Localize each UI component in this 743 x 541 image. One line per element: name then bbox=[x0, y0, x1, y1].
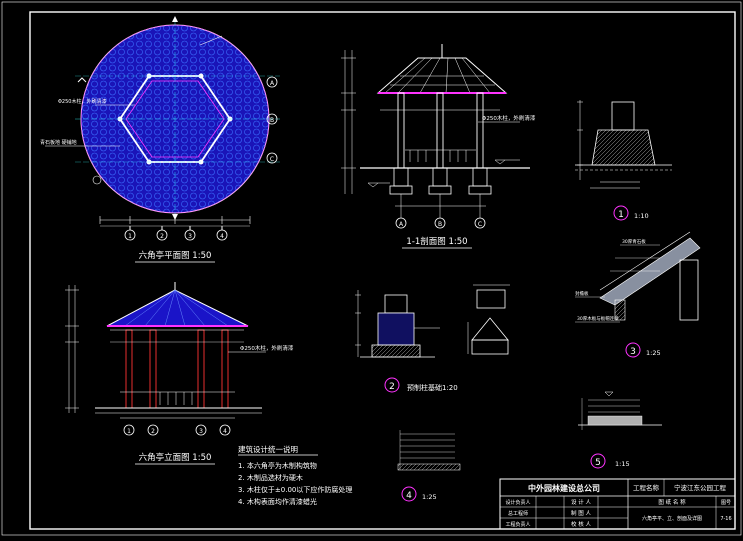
elevation-title: 六角亭立面图 1:50 bbox=[139, 452, 212, 463]
detail4-label: 4 bbox=[406, 491, 412, 501]
detail-5: 5 1:15 bbox=[578, 391, 662, 469]
notes-item-1: 1. 本六角亭为木制构筑物 bbox=[238, 461, 317, 470]
plan-grid-b: B bbox=[270, 117, 274, 124]
section-title: 1-1剖面图 1:50 bbox=[406, 236, 467, 247]
company-name: 中外园林建设总公司 bbox=[528, 483, 600, 493]
detail-2: 2 预制柱基础1:20 bbox=[355, 284, 510, 393]
elevation-note-column: Φ250木柱，外刷清漆 bbox=[240, 344, 294, 352]
detail3-scale: 1:25 bbox=[646, 349, 661, 357]
row-label-2: 总工程师 bbox=[508, 510, 528, 517]
plan-grid-c: C bbox=[270, 156, 274, 163]
detail1-label: 1 bbox=[618, 210, 624, 220]
row-label-3: 工程负责人 bbox=[505, 521, 530, 528]
detail2-title: 预制柱基础1:20 bbox=[407, 383, 458, 392]
row-label-1: 设计负责人 bbox=[505, 499, 530, 506]
detail3-label: 3 bbox=[630, 347, 636, 357]
plan-note-column: Φ250木柱，外刷清漆 bbox=[58, 98, 106, 105]
plan-axis-1: 1 bbox=[128, 233, 132, 240]
detail3-note1: 30厚青石板 bbox=[622, 238, 646, 245]
sheet-label: 图号 bbox=[721, 500, 731, 506]
elevation-axis-4: 4 bbox=[223, 428, 227, 435]
plan-note-beam: 青石板地 硬铺地 bbox=[40, 139, 77, 146]
role-label-1: 设 计 人 bbox=[571, 498, 591, 506]
plan-axis-2: 2 bbox=[160, 233, 164, 240]
notes-item-3: 3. 木柱仅于±0.00以下应作防腐处理 bbox=[238, 485, 352, 494]
plan-axis-3: 3 bbox=[188, 233, 192, 240]
plan-axis-4: 4 bbox=[220, 233, 224, 240]
plan-grid-a: A bbox=[270, 80, 275, 87]
elevation-axis-1: 1 bbox=[127, 428, 131, 435]
detail3-note2: 封檐板 bbox=[575, 290, 589, 297]
elevation-view: Φ250木柱，外刷清漆 1 2 3 4 六角亭立面图 1:50 bbox=[65, 282, 294, 465]
plan-view: 1 2 3 4 A B C Φ250木柱，外刷清漆 青石板地 硬铺地 六角亭平面… bbox=[40, 16, 280, 263]
detail1-scale: 1:10 bbox=[634, 212, 649, 220]
section-view: Φ250木柱，外刷清漆 A B C 1-1剖面图 1:50 bbox=[341, 44, 536, 249]
detail5-label: 5 bbox=[595, 458, 601, 468]
section-axis-a: A bbox=[399, 221, 404, 228]
project-name: 宁波江东公园工程 bbox=[674, 483, 727, 492]
section-axis-b: B bbox=[438, 221, 442, 228]
section-axis-c: C bbox=[478, 221, 482, 228]
plan-title: 六角亭平面图 1:50 bbox=[139, 250, 212, 261]
detail2-label: 2 bbox=[389, 382, 395, 392]
inner-frame bbox=[29, 11, 736, 530]
notes-title: 建筑设计统一说明 bbox=[238, 444, 298, 454]
section-note-column: Φ250木柱，外刷清漆 bbox=[482, 114, 536, 122]
project-label: 工程名称 bbox=[633, 483, 660, 492]
drawing-name-label: 图 纸 名 称 bbox=[658, 498, 686, 506]
title-block: 中外园林建设总公司 工程名称 宁波江东公园工程 设计负责人 总工程师 工程负责人… bbox=[499, 478, 736, 530]
detail-3: 30厚青石板 封檐板 30厚木板与板帽连接 3 1:25 bbox=[575, 231, 701, 358]
detail-4: 4 1:25 bbox=[397, 430, 461, 502]
detail-1: 1 1:10 bbox=[575, 100, 672, 221]
notes-item-2: 2. 木制品选材为硬木 bbox=[238, 473, 303, 482]
detail4-scale: 1:25 bbox=[422, 493, 437, 501]
role-label-3: 校 核 人 bbox=[571, 520, 591, 528]
role-label-2: 制 图 人 bbox=[571, 509, 591, 517]
detail3-note3: 30厚木板与板帽连接 bbox=[577, 315, 619, 322]
design-notes: 建筑设计统一说明 1. 本六角亭为木制构筑物 2. 木制品选材为硬木 3. 木柱… bbox=[238, 444, 352, 506]
sheet-number: 7-16 bbox=[720, 516, 731, 522]
elevation-axis-3: 3 bbox=[199, 428, 203, 435]
detail5-scale: 1:15 bbox=[615, 460, 630, 468]
elevation-axis-2: 2 bbox=[151, 428, 155, 435]
notes-item-4: 4. 木构表面均作清漆蜡光 bbox=[238, 497, 317, 506]
drawing-name: 六角亭平、立、剖面及详图 bbox=[642, 515, 702, 522]
